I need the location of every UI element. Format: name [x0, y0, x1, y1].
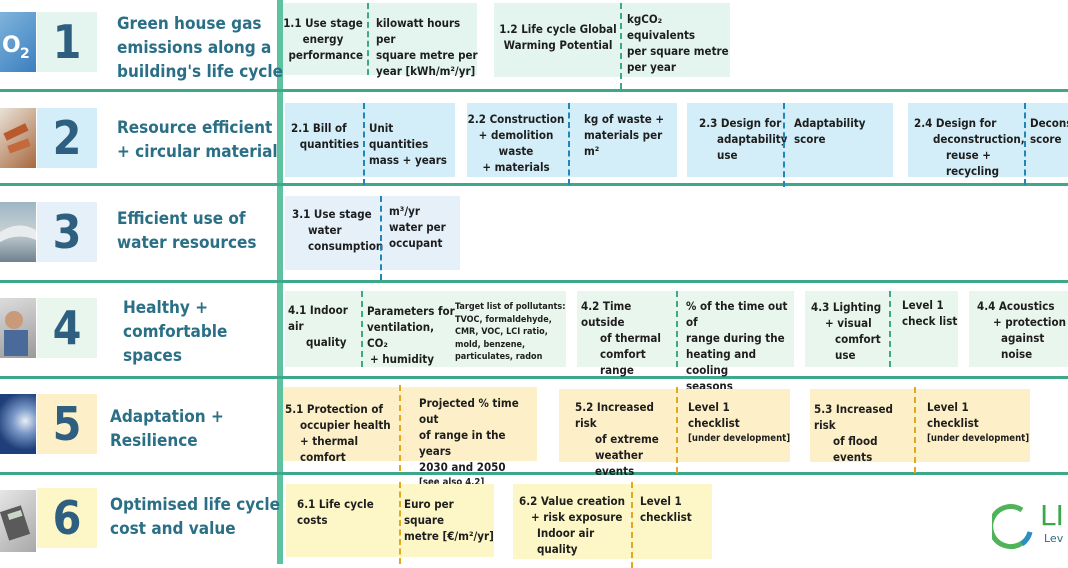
row-number-4: 4	[37, 298, 97, 358]
logo: LI Lev	[992, 500, 1068, 556]
materials-image	[0, 108, 36, 168]
row-separator	[0, 89, 1068, 92]
row-number-1: 1	[37, 12, 97, 72]
row-number-6: 6	[37, 488, 97, 548]
svg-text:O: O	[2, 33, 21, 58]
row-separator	[0, 183, 1068, 186]
water-image	[0, 202, 36, 262]
hurricane-image	[0, 394, 36, 454]
logo-ring-icon	[992, 504, 1033, 550]
svg-text:2: 2	[20, 46, 30, 62]
row-number-3: 3	[37, 202, 97, 262]
row-separator	[0, 472, 1068, 475]
person-image	[0, 298, 36, 358]
row-number-2: 2	[37, 108, 97, 168]
calculator-image	[0, 490, 36, 552]
row-separator	[0, 376, 1068, 379]
row-number-5: 5	[37, 394, 97, 454]
row-separator	[0, 280, 1068, 283]
row-title-5: Adaptation +Resilience	[110, 407, 224, 451]
row-title-2: Resource efficient+ circular material	[117, 118, 278, 162]
